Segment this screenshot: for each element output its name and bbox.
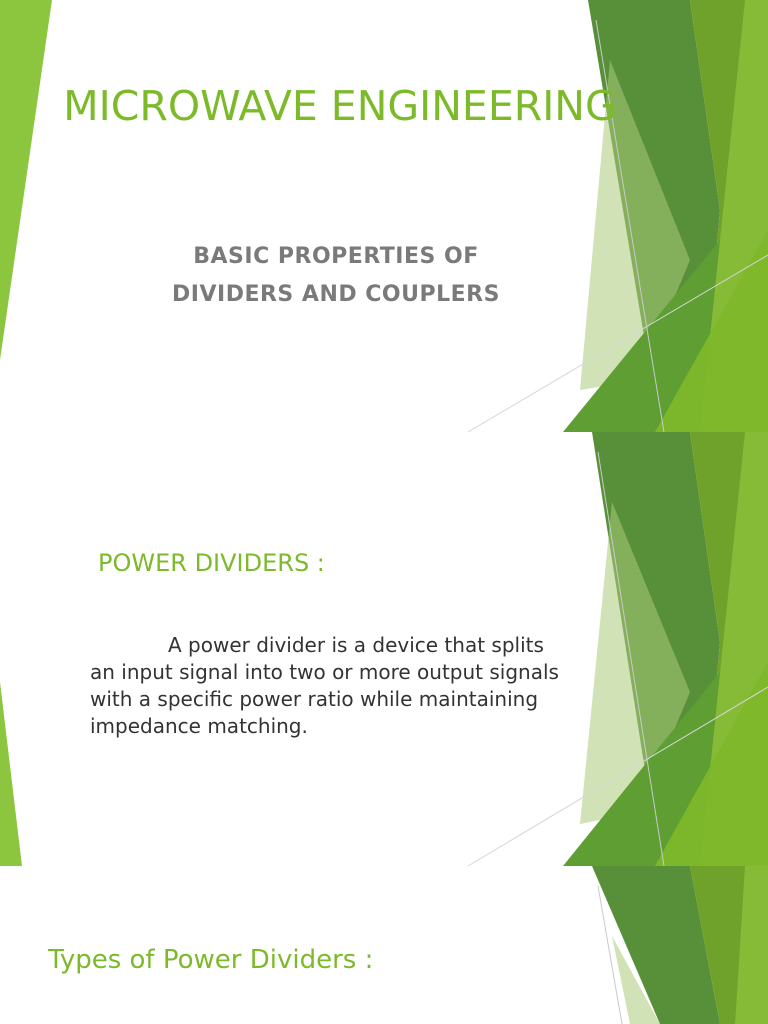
slide-subtitle: BASIC PROPERTIES OF DIVIDERS AND COUPLER… [0,238,672,314]
slide-2-green-facets [0,432,768,866]
subtitle-line-2: DIVIDERS AND COUPLERS [172,282,500,307]
slide-2: POWER DIVIDERS : A power divider is a de… [0,432,768,866]
power-divider-definition: A power divider is a device that splits … [90,632,560,740]
slide-3-green-facets [592,866,768,1024]
slide-1-green-facets [0,0,768,432]
subtitle-line-1: BASIC PROPERTIES OF [193,244,479,269]
power-dividers-heading: POWER DIVIDERS : [98,549,325,577]
slide-1: MICROWAVE ENGINEERING BASIC PROPERTIES O… [0,0,768,432]
slide-3: Types of Power Dividers : [0,866,768,1024]
types-of-power-dividers-heading: Types of Power Dividers : [48,945,374,975]
slide-title: MICROWAVE ENGINEERING [63,82,617,130]
definition-text: A power divider is a device that splits … [90,633,559,738]
